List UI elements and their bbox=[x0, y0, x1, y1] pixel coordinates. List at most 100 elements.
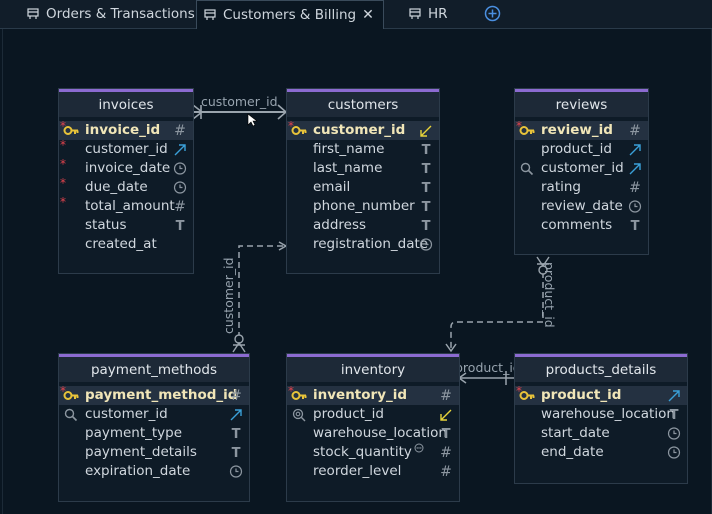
column-name: payment_method_id bbox=[85, 387, 238, 403]
column-row[interactable]: product_id bbox=[287, 405, 459, 424]
column-name: invoice_date bbox=[85, 160, 171, 176]
column-row[interactable]: end_date bbox=[515, 443, 687, 462]
primary-key-icon bbox=[519, 126, 535, 135]
column-row[interactable]: product_id bbox=[515, 140, 648, 159]
column-row[interactable]: start_date bbox=[515, 424, 687, 443]
column-row[interactable]: customer_id bbox=[515, 159, 648, 178]
table-header[interactable]: reviews bbox=[515, 89, 648, 117]
column-row[interactable]: *review_id# bbox=[515, 119, 648, 140]
search-icon bbox=[520, 162, 534, 176]
column-row[interactable]: *invoice_id# bbox=[59, 119, 193, 140]
text-icon: T bbox=[670, 408, 679, 422]
tab-bar: Orders & Transactions Customers & Billin… bbox=[0, 0, 712, 29]
column-name: inventory_id bbox=[313, 387, 408, 403]
column-name: end_date bbox=[541, 444, 604, 460]
clock-icon bbox=[667, 446, 681, 459]
column-row[interactable]: *due_date bbox=[59, 176, 193, 197]
tab-hr[interactable]: HR bbox=[402, 0, 462, 28]
add-tab-icon[interactable] bbox=[484, 5, 501, 22]
column-name: customer_id bbox=[85, 406, 168, 422]
index-icon bbox=[292, 408, 306, 422]
tab-orders-transactions[interactable]: Orders & Transactions bbox=[20, 0, 195, 28]
text-icon: T bbox=[422, 162, 431, 176]
column-row[interactable]: registration_date bbox=[287, 235, 439, 254]
table-header[interactable]: payment_methods bbox=[59, 354, 249, 382]
table-header[interactable]: customers bbox=[287, 89, 439, 117]
table-header[interactable]: products_details bbox=[515, 354, 687, 382]
column-row[interactable]: expiration_date bbox=[59, 462, 249, 481]
svg-text:#: # bbox=[440, 445, 452, 460]
table-invoices[interactable]: invoices*invoice_id#*customer_id*invoice… bbox=[58, 88, 194, 274]
column-name: payment_details bbox=[85, 444, 197, 460]
hash-icon: # bbox=[440, 464, 452, 479]
column-name: registration_date bbox=[313, 236, 429, 252]
svg-text:#: # bbox=[174, 199, 186, 214]
svg-text:#: # bbox=[440, 464, 452, 479]
clock-icon bbox=[628, 200, 642, 213]
column-row[interactable]: payment_details T bbox=[59, 443, 249, 462]
column-row[interactable]: reorder_level# bbox=[287, 462, 459, 481]
primary-key-icon bbox=[291, 126, 307, 135]
column-row[interactable]: phone_number T bbox=[287, 197, 439, 216]
diagram-icon bbox=[409, 8, 421, 19]
column-row[interactable]: rating# bbox=[515, 178, 648, 197]
column-row[interactable]: * total_amount# bbox=[59, 195, 193, 216]
table-header[interactable]: invoices bbox=[59, 89, 193, 117]
tab-customers-billing[interactable]: Customers & Billing ✕ bbox=[196, 0, 384, 29]
table-payment-methods[interactable]: payment_methods*payment_method_id#custom… bbox=[58, 353, 250, 502]
svg-text:T: T bbox=[422, 162, 431, 176]
text-icon: T bbox=[232, 446, 241, 460]
tab-label: Customers & Billing bbox=[223, 7, 357, 23]
column-name: rating bbox=[541, 179, 581, 195]
column-row[interactable]: *inventory_id# bbox=[287, 384, 459, 405]
close-icon[interactable]: ✕ bbox=[362, 7, 374, 23]
column-name: invoice_id bbox=[85, 122, 161, 138]
table-header[interactable]: inventory bbox=[287, 354, 459, 382]
primary-key-icon bbox=[63, 126, 79, 135]
text-icon: T bbox=[422, 200, 431, 214]
column-row[interactable]: *customer_id bbox=[287, 119, 439, 140]
column-row[interactable]: customer_id bbox=[59, 405, 249, 424]
column-name: email bbox=[313, 179, 351, 195]
column-row[interactable]: *invoice_date bbox=[59, 157, 193, 178]
required-star-icon: * bbox=[60, 195, 66, 209]
clock-icon bbox=[419, 238, 433, 251]
column-row[interactable]: stock_quantity# bbox=[287, 443, 459, 462]
column-row[interactable]: *product_id bbox=[515, 384, 687, 405]
primary-key-icon bbox=[291, 391, 307, 400]
column-name: payment_type bbox=[85, 425, 183, 441]
column-name: phone_number bbox=[313, 198, 415, 214]
column-name: expiration_date bbox=[85, 463, 191, 479]
fk-arrow-icon bbox=[668, 390, 680, 402]
column-name: review_date bbox=[541, 198, 623, 214]
fk-arrow-icon bbox=[174, 144, 186, 156]
column-row[interactable]: created_at bbox=[59, 235, 193, 254]
svg-text:T: T bbox=[422, 200, 431, 214]
svg-text:#: # bbox=[174, 123, 186, 138]
column-name: comments bbox=[541, 217, 613, 233]
column-name: customer_id bbox=[313, 122, 406, 138]
svg-text:T: T bbox=[422, 219, 431, 233]
column-name: product_id bbox=[541, 387, 622, 403]
column-name: total_amount bbox=[85, 198, 175, 214]
column-name: product_id bbox=[541, 141, 612, 157]
column-row[interactable]: *customer_id bbox=[59, 138, 193, 159]
tab-label: Orders & Transactions bbox=[46, 6, 195, 22]
column-row[interactable]: *payment_method_id# bbox=[59, 384, 249, 405]
hash-icon: # bbox=[440, 445, 452, 460]
column-row[interactable]: review_date bbox=[515, 197, 648, 216]
required-star-icon: * bbox=[60, 138, 66, 152]
